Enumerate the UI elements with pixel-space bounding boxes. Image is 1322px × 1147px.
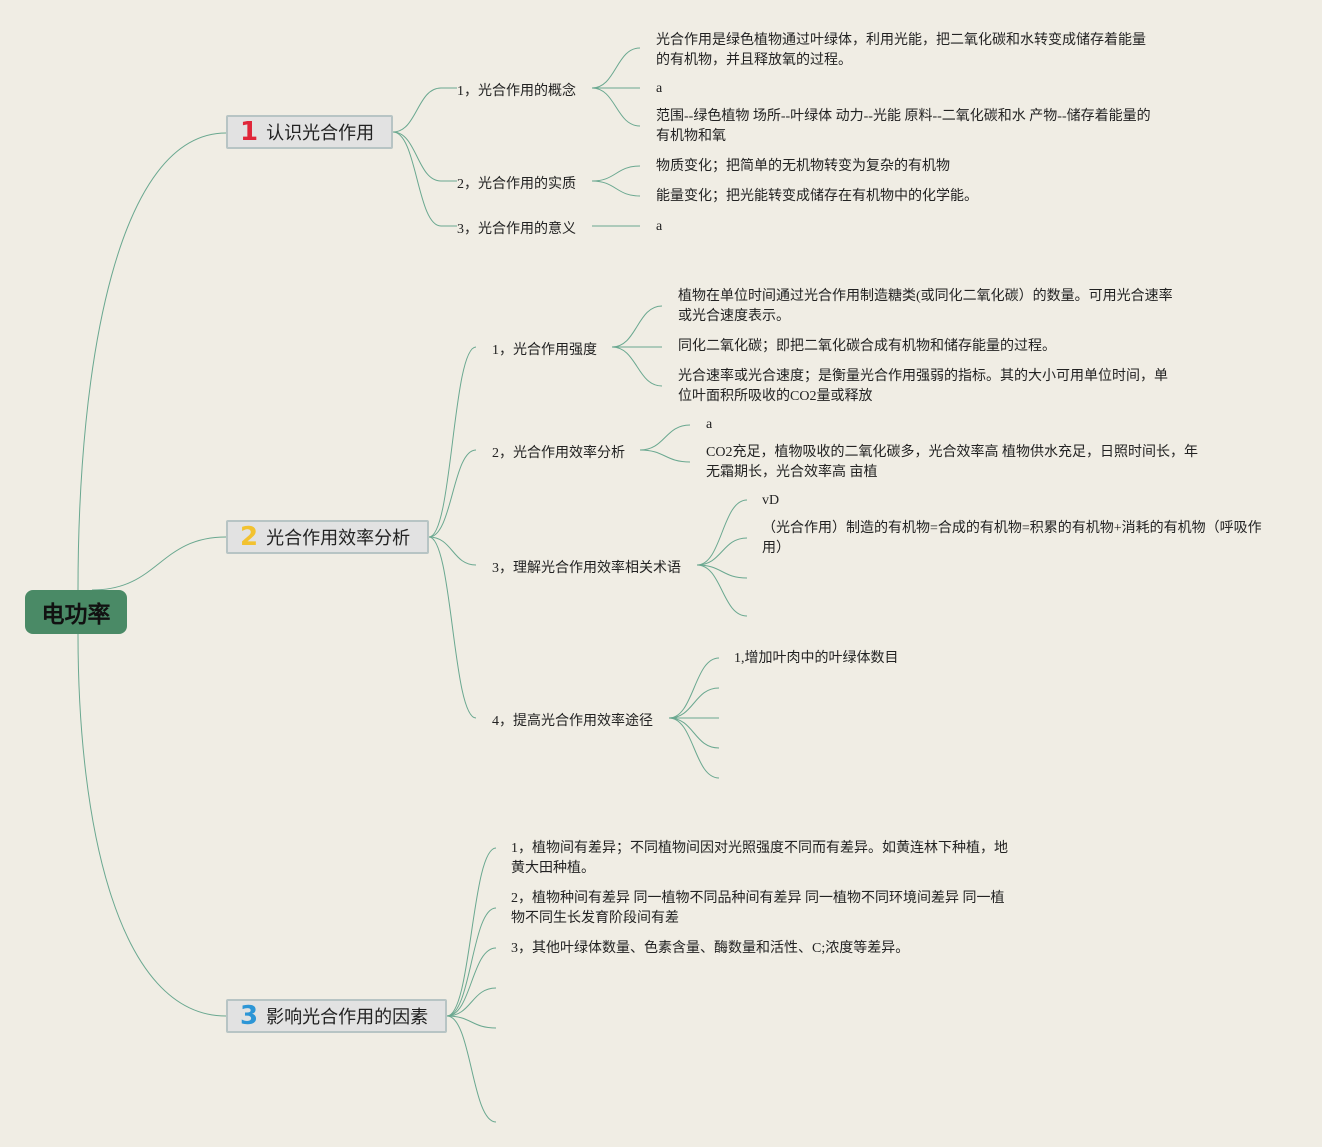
b3-leaf-line-1 <box>446 847 497 1017</box>
improve-leaf-line-2 <box>668 687 720 719</box>
intensity-leaf-1-line <box>611 305 663 348</box>
b1-topic-significance[interactable]: 3，光合作用的意义 <box>457 222 576 237</box>
b1-essence-leaf-1: 物质变化；把简单的无机物转变为复杂的有机物 <box>656 159 950 174</box>
improve-leaf-line-1 <box>668 657 720 719</box>
terms-leaf-line-2 <box>696 537 748 566</box>
b1-essence-leaf-2: 能量变化；把光能转变成储存在有机物中的化学能。 <box>656 189 978 204</box>
b1-concept-leaf-1: 光合作用是绿色植物通过叶绿体，利用光能，把二氧化碳和水转变成储存着能量的有机物，… <box>656 33 1146 68</box>
b2-intensity-leaf-3: 光合速率或光合速度；是衡量光合作用强弱的指标。其的大小可用单位时间，单位叶面积所… <box>678 369 1168 404</box>
b2-topic-terms[interactable]: 3，理解光合作用效率相关术语 <box>492 561 681 576</box>
b2-to-efficiency-line <box>428 449 477 538</box>
b1-topic-concept[interactable]: 1，光合作用的概念 <box>457 84 576 99</box>
b3-leaf-line-3 <box>446 947 497 1017</box>
b2-terms-leaf-1: vD <box>762 493 780 508</box>
root-to-branch-2-line <box>91 536 227 591</box>
b3-leaf-line-2 <box>446 907 497 1017</box>
efficiency-leaf-1-line <box>639 424 691 451</box>
b2-intensity-leaf-2: 同化二氧化碳；即把二氧化碳合成有机物和储存能量的过程。 <box>678 339 1056 354</box>
branch-number: 2 <box>240 522 259 552</box>
b2-efficiency-leaf-1: a <box>706 417 713 432</box>
b2-topic-intensity[interactable]: 1，光合作用强度 <box>492 343 597 358</box>
improve-leaf-line-4 <box>668 717 720 749</box>
b2-intensity-leaf-1: 植物在单位时间通过光合作用制造糖类(或同化二氧化碳）的数量。可用光合速率或光合速… <box>678 289 1173 324</box>
b2-to-terms-line <box>428 536 477 566</box>
terms-leaf-line-1 <box>696 499 748 566</box>
root-node[interactable]: 电功率 <box>25 590 127 634</box>
efficiency-leaf-2-line <box>639 449 691 463</box>
b2-topic-improve[interactable]: 4，提高光合作用效率途径 <box>492 714 653 729</box>
b3-leaf-1: 1，植物间有差异；不同植物间因对光照强度不同而有差异。如黄连林下种植，地黄大田种… <box>511 841 1008 876</box>
b1-topic-essence[interactable]: 2，光合作用的实质 <box>457 177 576 192</box>
b2-to-intensity-line <box>428 346 477 538</box>
b2-improve-leaf-1: 1,增加叶肉中的叶绿体数目 <box>734 651 899 666</box>
b3-leaf-3: 3，其他叶绿体数量、色素含量、酶数量和活性、C;浓度等差异。 <box>511 941 910 956</box>
terms-leaf-line-3 <box>696 564 748 579</box>
b2-to-improve-line <box>428 536 477 719</box>
branch-label: 认识光合作用 <box>266 123 375 144</box>
b1-concept-leaf-2: a <box>656 81 663 96</box>
b1-significance-leaf-1: a <box>656 219 663 234</box>
essence-leaf-1-line <box>591 165 641 182</box>
branch-number: 1 <box>240 117 259 147</box>
b1-to-significance-line <box>392 131 442 227</box>
b1-to-essence-line <box>392 131 442 182</box>
terms-leaf-line-4 <box>696 564 748 617</box>
root-to-branch-3-line <box>77 633 227 1017</box>
b2-terms-leaf-2: （光合作用）制造的有机物=合成的有机物=积累的有机物+消耗的有机物（呼吸作用） <box>762 521 1262 556</box>
branch-label: 影响光合作用的因素 <box>266 1007 429 1028</box>
b3-leaf-line-6 <box>446 1015 497 1123</box>
branch-3-node[interactable]: 3 影响光合作用的因素 <box>226 999 447 1033</box>
b3-leaf-line-4 <box>446 987 497 1017</box>
b1-concept-leaf-3: 范围--绿色植物 场所--叶绿体 动力--光能 原料--二氧化碳和水 产物--储… <box>656 109 1151 144</box>
branch-label: 光合作用效率分析 <box>266 528 411 549</box>
b3-leaf-line-5 <box>446 1015 497 1029</box>
concept-leaf-3-line <box>591 87 641 127</box>
essence-leaf-2-line <box>591 180 641 197</box>
b2-topic-efficiency[interactable]: 2，光合作用效率分析 <box>492 446 625 461</box>
b2-efficiency-leaf-2: CO2充足，植物吸收的二氧化碳多，光合效率高 植物供水充足，日照时间长，年无霜期… <box>706 445 1198 480</box>
b3-leaf-2: 2，植物种间有差异 同一植物不同品种间有差异 同一植物不同环境间差异 同一植物不… <box>511 891 1005 926</box>
root-to-branch-1-line <box>77 132 227 591</box>
branch-2-node[interactable]: 2 光合作用效率分析 <box>226 520 429 554</box>
branch-number: 3 <box>240 1001 259 1031</box>
b1-to-concept-line <box>392 87 442 133</box>
improve-leaf-line-5 <box>668 717 720 779</box>
intensity-leaf-3-line <box>611 346 663 387</box>
concept-leaf-1-line <box>591 47 641 89</box>
branch-1-node[interactable]: 1 认识光合作用 <box>226 115 393 149</box>
